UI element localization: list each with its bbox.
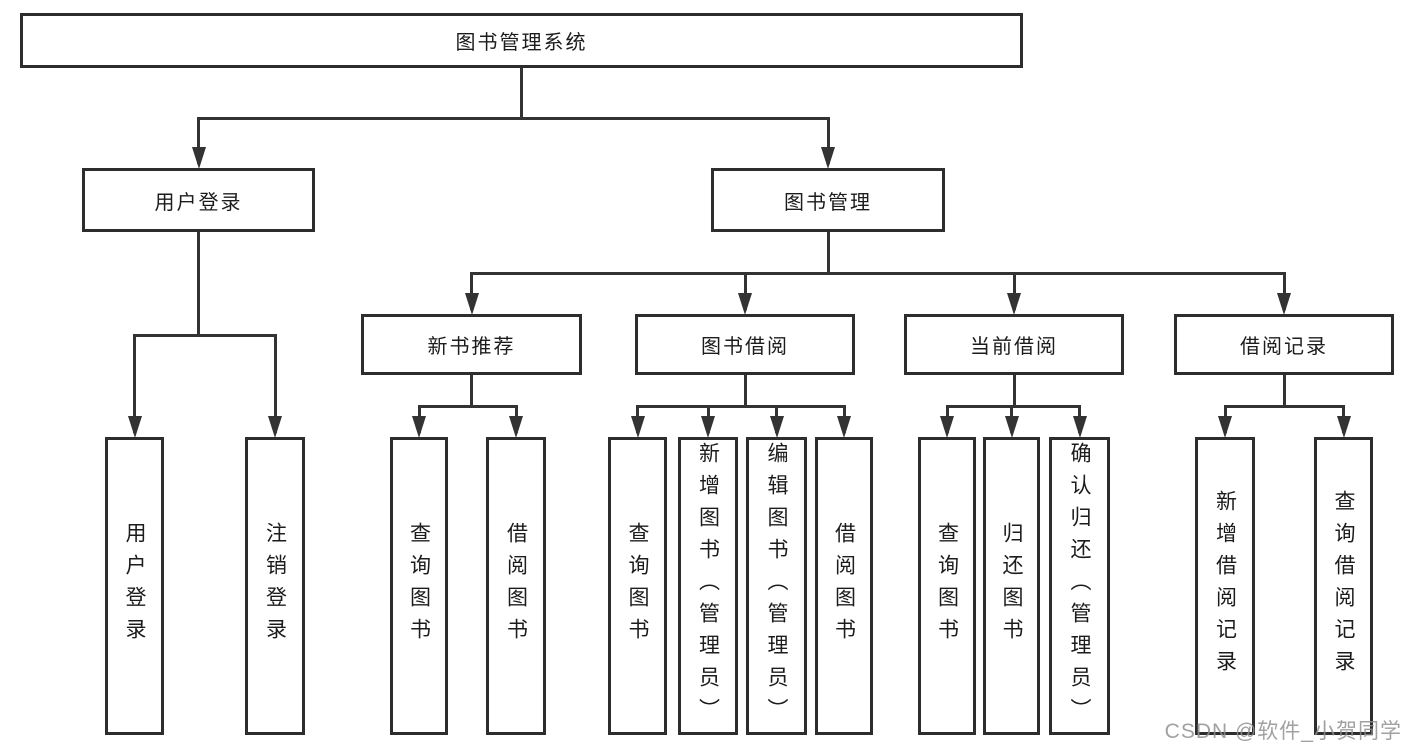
- csdn-watermark: CSDN @软件_小贺同学: [1164, 720, 1402, 743]
- leaf-add-borrow-rec-label: 新增借阅记录: [1213, 490, 1237, 682]
- connector-line: [1223, 404, 1345, 408]
- leaf-query-books-3-label: 查询图书: [935, 522, 959, 650]
- arrow-down-icon: [630, 416, 645, 438]
- root-box: 图书管理系统: [20, 13, 1023, 68]
- book-management-label: 图书管理: [784, 191, 872, 214]
- leaf-query-borrow-rec-label: 查询借阅记录: [1332, 490, 1355, 682]
- leaf-query-books-1-label: 查询图书: [407, 522, 431, 650]
- root-label: 图书管理系统: [455, 32, 588, 54]
- new-book-recommend-box: 新书推荐: [361, 314, 582, 375]
- leaf-add-book-box: 新增图书（管理员）: [678, 437, 738, 735]
- leaf-logout-label: 注销登录: [263, 522, 287, 650]
- leaf-add-borrow-rec-box: 新增借阅记录: [1195, 437, 1255, 735]
- arrow-down-icon: [127, 416, 142, 438]
- connector-line: [133, 333, 277, 337]
- arrow-down-icon: [1007, 293, 1021, 315]
- leaf-user-login-box: 用户登录: [105, 437, 164, 735]
- leaf-return-book-label: 归还图书: [1000, 522, 1023, 650]
- leaf-confirm-return-label: 确认归还（管理员）: [1068, 442, 1091, 730]
- connector-line: [273, 335, 277, 433]
- arrow-down-icon: [701, 416, 715, 438]
- connector-line: [197, 116, 830, 120]
- new-book-recommend-label: 新书推荐: [427, 336, 516, 358]
- connector-line: [1282, 375, 1286, 406]
- book-borrowing-box: 图书借阅: [635, 314, 855, 375]
- leaf-borrow-books-1-label: 借阅图书: [504, 522, 528, 650]
- arrow-down-icon: [268, 416, 282, 438]
- book-management-box: 图书管理: [711, 168, 945, 232]
- connector-line: [636, 404, 846, 408]
- user-login-label: 用户登录: [154, 191, 243, 214]
- connector-line: [826, 118, 830, 164]
- connector-line: [520, 68, 523, 118]
- connector-line: [197, 118, 200, 164]
- leaf-query-books-3-box: 查询图书: [918, 437, 976, 735]
- arrow-down-icon: [821, 147, 835, 169]
- leaf-borrow-books-2-label: 借阅图书: [832, 522, 856, 650]
- leaf-user-login-label: 用户登录: [123, 522, 146, 650]
- borrowing-records-box: 借阅记录: [1174, 314, 1394, 375]
- current-borrowing-box: 当前借阅: [904, 314, 1124, 375]
- connector-line: [945, 404, 1081, 408]
- connector-line: [470, 271, 1286, 275]
- book-borrowing-label: 图书借阅: [701, 336, 789, 358]
- user-login-box: 用户登录: [82, 168, 315, 232]
- connector-line: [133, 335, 136, 433]
- connector-line: [1282, 273, 1286, 310]
- arrow-down-icon: [464, 293, 479, 315]
- arrow-down-icon: [1336, 416, 1351, 438]
- connector-line: [470, 273, 473, 310]
- connector-line: [417, 404, 518, 408]
- leaf-query-books-1-box: 查询图书: [390, 437, 448, 735]
- borrowing-records-label: 借阅记录: [1240, 336, 1328, 358]
- connector-line: [197, 232, 200, 335]
- leaf-return-book-box: 归还图书: [983, 437, 1040, 735]
- arrow-down-icon: [1072, 416, 1087, 438]
- leaf-borrow-books-1-box: 借阅图书: [486, 437, 546, 735]
- arrow-down-icon: [509, 416, 523, 438]
- connector-line: [743, 273, 747, 310]
- leaf-edit-book-box: 编辑图书（管理员）: [746, 437, 807, 735]
- leaf-query-books-2-box: 查询图书: [608, 437, 667, 735]
- arrow-down-icon: [738, 293, 752, 315]
- arrow-down-icon: [191, 147, 206, 169]
- arrow-down-icon: [1218, 416, 1232, 438]
- arrow-down-icon: [940, 416, 954, 438]
- connector-line: [1012, 273, 1016, 310]
- arrow-down-icon: [837, 416, 851, 438]
- leaf-query-books-2-label: 查询图书: [626, 522, 649, 650]
- leaf-query-borrow-rec-box: 查询借阅记录: [1314, 437, 1373, 735]
- arrow-down-icon: [769, 416, 784, 438]
- leaf-logout-box: 注销登录: [245, 437, 305, 735]
- leaf-confirm-return-box: 确认归还（管理员）: [1049, 437, 1110, 735]
- leaf-edit-book-label: 编辑图书（管理员）: [765, 442, 788, 730]
- arrow-down-icon: [412, 416, 426, 438]
- leaf-borrow-books-2-box: 借阅图书: [815, 437, 873, 735]
- arrow-down-icon: [1277, 293, 1291, 315]
- connector-line: [1012, 375, 1016, 406]
- current-borrowing-label: 当前借阅: [970, 336, 1058, 358]
- connector-line: [743, 375, 747, 406]
- arrow-down-icon: [1004, 416, 1019, 438]
- leaf-add-book-label: 新增图书（管理员）: [696, 442, 720, 730]
- connector-line: [470, 375, 473, 406]
- connector-line: [826, 232, 830, 273]
